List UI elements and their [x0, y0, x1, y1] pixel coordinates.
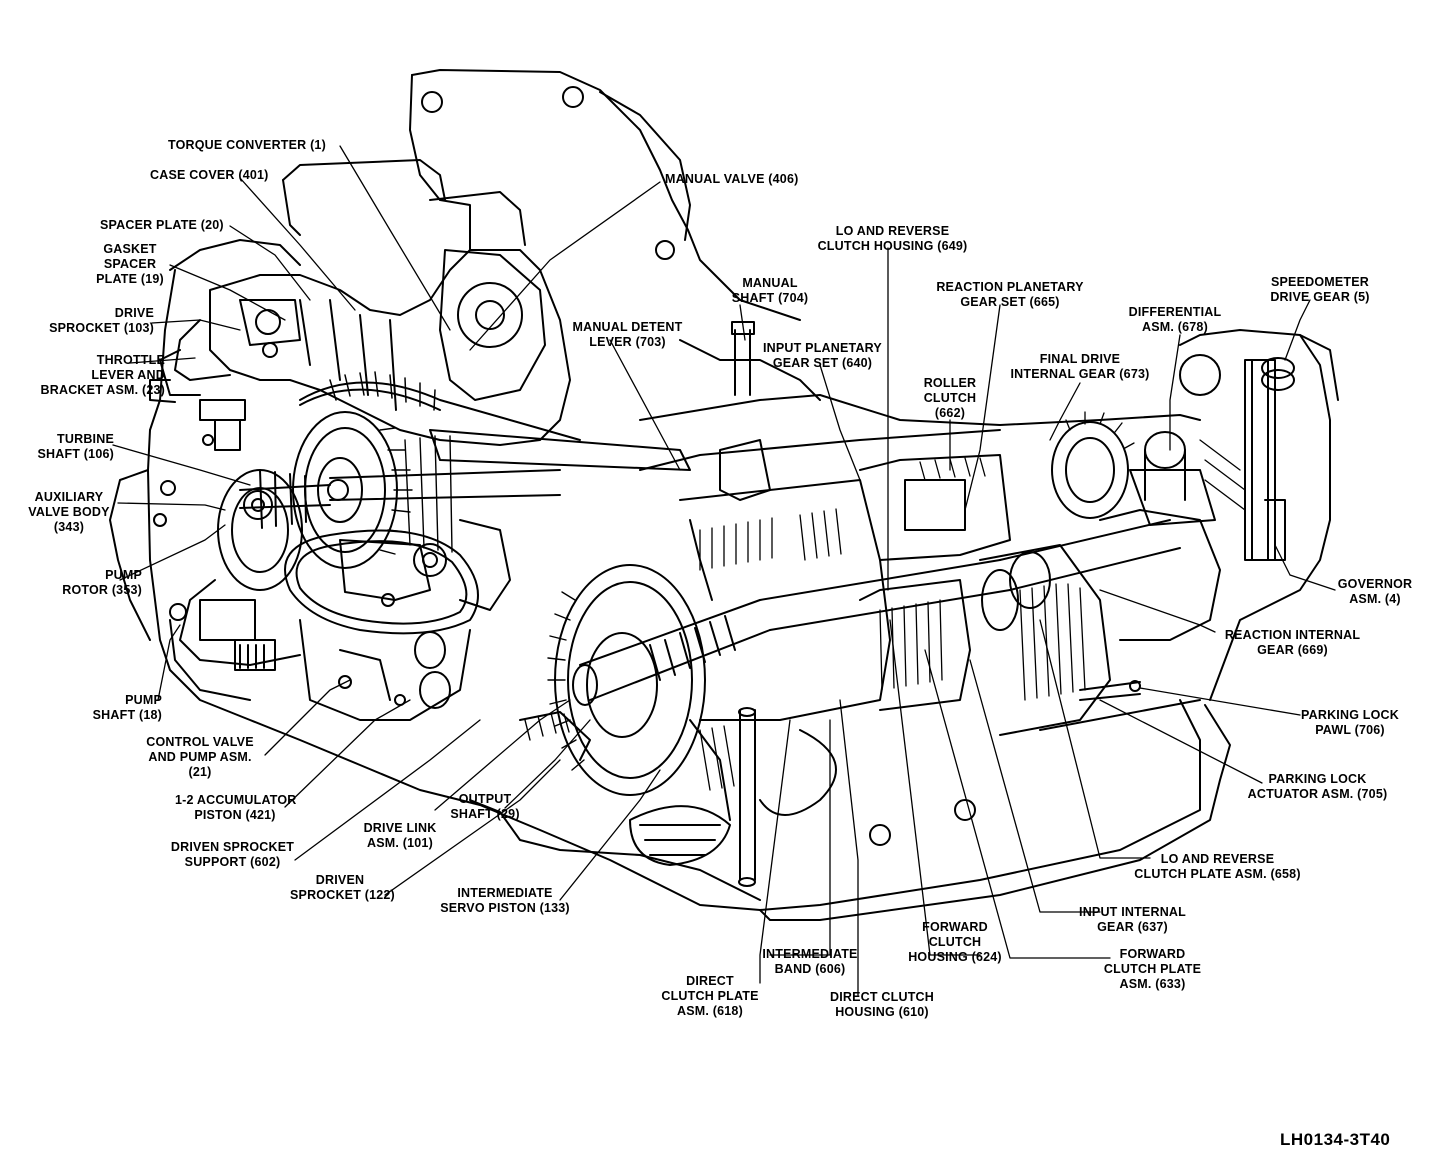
label-driven-sprocket-support: DRIVEN SPROCKET SUPPORT (602) — [170, 840, 295, 869]
label-lo-reverse-housing: LO AND REVERSE CLUTCH HOUSING (649) — [817, 224, 968, 253]
label-forward-clutch-housing: FORWARD CLUTCH HOUSING (624) — [908, 920, 1002, 964]
transmission-case — [110, 70, 1338, 920]
label-torque-converter: TORQUE CONVERTER (1) — [168, 138, 326, 152]
label-lo-reverse-plate: LO AND REVERSE CLUTCH PLATE ASM. (658) — [1134, 852, 1301, 881]
label-auxiliary-valve-body: AUXILIARY VALVE BODY (343) — [28, 490, 110, 534]
label-direct-clutch-housing: DIRECT CLUTCH HOUSING (610) — [830, 990, 934, 1019]
main-shaft-cutaway — [430, 322, 1294, 886]
label-drive-sprocket: DRIVE SPROCKET (103) — [49, 306, 154, 335]
valve-body-and-pump — [150, 200, 570, 450]
label-manual-detent-lever: MANUAL DETENT LEVER (703) — [572, 320, 683, 349]
label-throttle-lever: THROTTLE LEVER AND BRACKET ASM. (23) — [40, 353, 165, 397]
label-turbine-shaft: TURBINE SHAFT (106) — [37, 432, 114, 461]
label-roller-clutch: ROLLER CLUTCH (662) — [923, 376, 977, 420]
label-input-planetary: INPUT PLANETARY GEAR SET (640) — [763, 341, 882, 370]
label-reaction-internal-gear: REACTION INTERNAL GEAR (669) — [1224, 628, 1361, 657]
label-pump-rotor: PUMP ROTOR (353) — [62, 568, 142, 597]
label-gasket-spacer-plate: GASKET SPACER PLATE (19) — [96, 242, 164, 286]
label-spacer-plate: SPACER PLATE (20) — [100, 218, 224, 232]
label-intermediate-servo-piston: INTERMEDIATE SERVO PISTON (133) — [440, 886, 570, 915]
label-parking-lock-pawl: PARKING LOCK PAWL (706) — [1301, 708, 1399, 737]
label-parking-lock-actuator: PARKING LOCK ACTUATOR ASM. (705) — [1247, 772, 1388, 801]
label-driven-sprocket: DRIVEN SPROCKET (122) — [290, 873, 395, 902]
label-case-cover: CASE COVER (401) — [150, 168, 269, 182]
label-reaction-planetary: REACTION PLANETARY GEAR SET (665) — [936, 280, 1084, 309]
label-forward-clutch-plate: FORWARD CLUTCH PLATE ASM. (633) — [1103, 947, 1202, 991]
label-differential: DIFFERENTIAL ASM. (678) — [1128, 305, 1222, 334]
label-pump-shaft: PUMP SHAFT (18) — [92, 693, 162, 722]
pump-and-control-valve — [154, 470, 470, 720]
label-intermediate-band: INTERMEDIATE BAND (606) — [762, 947, 858, 976]
label-direct-clutch-plate: DIRECT CLUTCH PLATE ASM. (618) — [661, 974, 759, 1018]
label-accumulator-piston: 1-2 ACCUMULATOR PISTON (421) — [175, 793, 297, 822]
label-manual-shaft: MANUAL SHAFT (704) — [731, 276, 809, 305]
label-drive-link: DRIVE LINK ASM. (101) — [363, 821, 437, 850]
label-output-shaft: OUTPUT SHAFT (29) — [450, 792, 520, 821]
label-governor: GOVERNOR ASM. (4) — [1337, 577, 1413, 606]
figure-code: LH0134-3T40 — [1280, 1130, 1391, 1149]
label-manual-valve: MANUAL VALVE (406) — [665, 172, 799, 186]
label-control-valve: CONTROL VALVE AND PUMP ASM. (21) — [146, 735, 254, 779]
label-speedometer-drive-gear: SPEEDOMETER DRIVE GEAR (5) — [1270, 275, 1370, 304]
label-input-internal-gear: INPUT INTERNAL GEAR (637) — [1079, 905, 1186, 934]
chain-drive-section — [240, 372, 580, 633]
leader-lines — [113, 146, 1335, 995]
label-final-drive-internal-gear: FINAL DRIVE INTERNAL GEAR (673) — [1010, 352, 1150, 381]
